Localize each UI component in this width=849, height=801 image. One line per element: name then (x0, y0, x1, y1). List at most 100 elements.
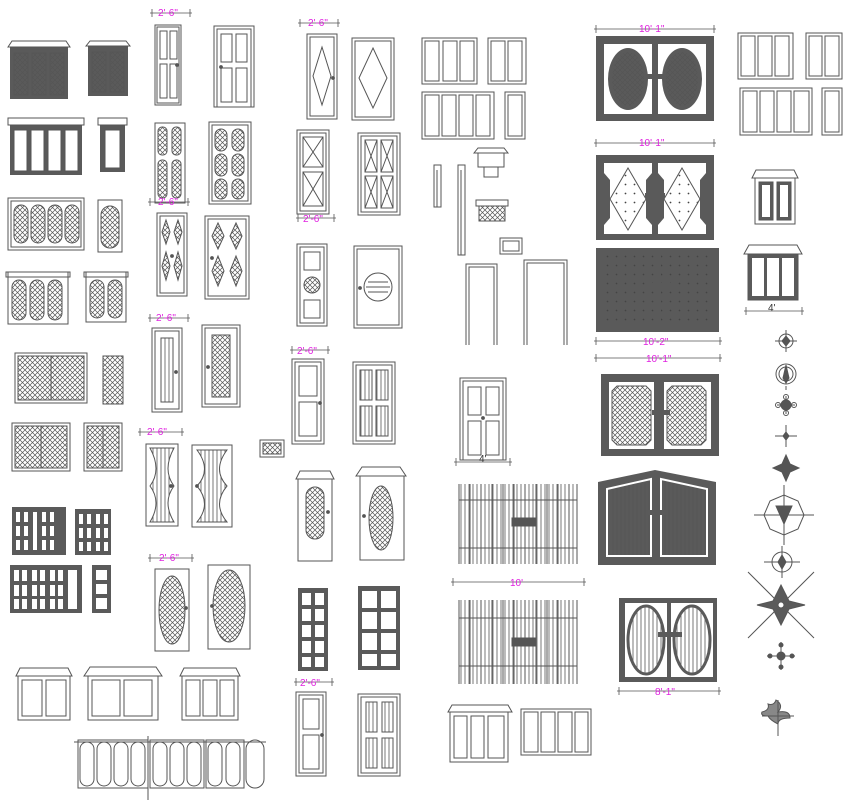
window-sliding-2 (487, 37, 527, 85)
window-canopy-4 (179, 667, 241, 721)
vent-lattice-2 (475, 199, 509, 222)
window-plain-1 (821, 87, 843, 136)
dim-label: 4' (768, 303, 776, 314)
window-french-dark-3 (10, 565, 82, 613)
door-porthole-b (353, 245, 403, 329)
window-canopy-lattice (447, 704, 513, 763)
ornament-3 (775, 394, 797, 416)
door-panel-4-a (154, 24, 182, 106)
dim-label: 10'-2" (643, 337, 669, 348)
window-lattice-2 (84, 40, 132, 96)
dim-label: 2'-6" (297, 346, 317, 357)
gate-vertical-bars-a (458, 484, 578, 564)
door-grille-b (201, 324, 241, 408)
window-canopy-3 (83, 666, 163, 721)
double-door-oval-lattice (596, 36, 714, 121)
door-hourglass-b (191, 444, 233, 528)
window-grille-4 (83, 422, 123, 472)
double-door-oval-louvre (619, 598, 717, 682)
dim-label: 2'-6" (158, 8, 178, 19)
window-oval-lattice-4 (7, 197, 85, 251)
door-oval-lattice-b (208, 121, 252, 205)
window-sliding-1 (504, 91, 526, 140)
vent-canopy (472, 147, 510, 178)
door-louvre-b (352, 361, 396, 445)
vent-lattice (259, 439, 285, 458)
double-door-diamond-dots (596, 155, 714, 240)
door-porthole-a (296, 243, 328, 327)
ornament-8 (747, 571, 815, 639)
window-canopy-medium (743, 244, 803, 301)
dim-label: 2'-6" (147, 427, 167, 438)
door-oval-canopy-b (355, 466, 407, 561)
ornament-4 (775, 425, 797, 447)
door-louvre-d (357, 693, 401, 777)
window-oval-lattice-1 (97, 199, 123, 253)
dim-label: 2'-6" (303, 214, 323, 225)
vent-small (499, 237, 523, 255)
window-sliding-4 (421, 91, 495, 140)
window-oval-lattice-3 (5, 271, 71, 325)
door-diamond-a (156, 212, 188, 297)
dim-label: 2'-6" (159, 553, 179, 564)
window-french-dark-4 (92, 565, 111, 613)
dimension-lines (138, 9, 804, 695)
door-panel-4-b (213, 25, 255, 108)
door-diamond-single (306, 33, 338, 120)
ornament-6 (754, 485, 814, 545)
window-canopy-small (751, 169, 799, 225)
double-door-cut-corner-lattice (601, 374, 719, 456)
window-plain-4 (739, 87, 813, 136)
window-grille-3 (11, 422, 71, 472)
ornament-7 (764, 546, 800, 578)
door-cross-panel-a (296, 129, 330, 215)
door-glazed-dark-a (298, 588, 328, 671)
door-grille-a (151, 327, 183, 413)
window-french-dark-1 (12, 507, 66, 555)
dim-label: 4' (479, 454, 487, 465)
dim-label: 2'-6" (308, 18, 328, 29)
post-2 (457, 164, 466, 256)
window-grille-2 (102, 355, 124, 405)
window-sliding-wide (520, 708, 592, 756)
window-oval-lattice-2 (83, 271, 129, 323)
door-oval-canopy-a (295, 470, 335, 562)
post-1 (433, 164, 442, 208)
dim-label: 10' (510, 578, 523, 589)
dim-label: 2'-6" (300, 678, 320, 689)
window-plain-3 (737, 32, 794, 80)
double-door-gable-louvre (598, 470, 716, 565)
door-oval-maze-b (207, 564, 251, 650)
door-oval-maze-a (154, 568, 190, 652)
door-panel-4-c (459, 377, 507, 461)
ornament-9 (767, 642, 795, 670)
door-diamond-b (204, 215, 250, 300)
window-canopy-2 (15, 667, 73, 721)
ornament-2 (775, 363, 797, 390)
window-sliding-3 (421, 37, 478, 85)
door-oval-lattice-a (154, 122, 186, 204)
window-casement-4 (7, 117, 85, 175)
drawing (5, 9, 843, 800)
dim-label: 10'-1" (646, 354, 672, 365)
window-grille-1 (14, 352, 88, 404)
double-door-flush-dots (596, 248, 719, 332)
dim-label: 10'-1" (639, 138, 665, 149)
ornament-5 (771, 453, 801, 483)
ornament-10 (761, 699, 794, 736)
door-diamond-wide (351, 37, 395, 121)
dim-label: 10'-1" (639, 24, 665, 35)
window-french-dark-2 (75, 509, 111, 555)
dimension-labels: 2'-6" 2'-6" 2'-6" 2'-6" 2'-6" 2'-6" 2'-6… (147, 8, 776, 698)
dim-label: 2'-6" (158, 197, 178, 208)
door-frame-1 (465, 263, 498, 345)
door-cross-panel-b (357, 132, 401, 216)
dim-label: 2'-6" (156, 313, 176, 324)
dim-label: 8'-1" (655, 687, 675, 698)
window-lattice-1 (7, 40, 71, 99)
gate-vertical-bars-b (458, 600, 578, 684)
door-raised-panel-c (295, 691, 327, 777)
window-plain-2 (805, 32, 843, 80)
door-raised-panel-a (291, 358, 325, 445)
